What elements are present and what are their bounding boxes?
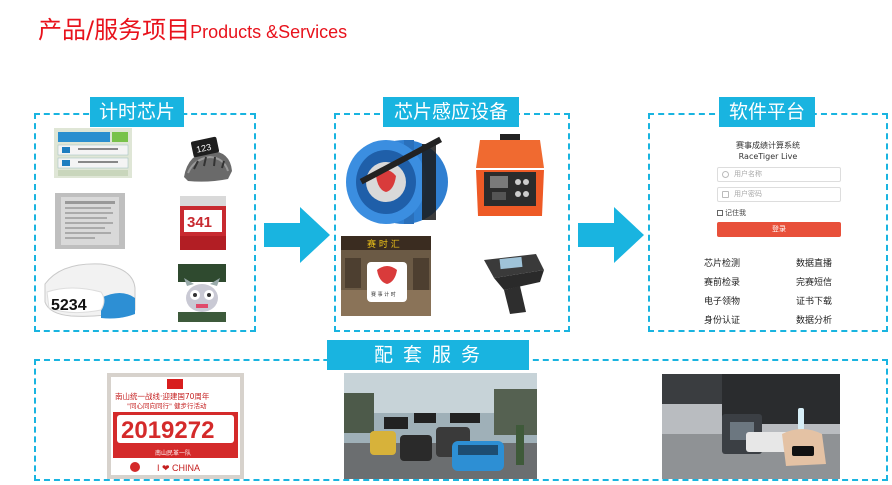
login-button[interactable]: 登录 bbox=[717, 222, 841, 237]
checkbox-icon bbox=[717, 210, 723, 216]
arrow-right-icon bbox=[264, 207, 330, 263]
bib-header-2: "同心同向同行" 健步行活动 bbox=[127, 401, 207, 410]
feature-item: 数据分析 bbox=[796, 316, 833, 326]
bib-number-text: 341 bbox=[187, 214, 212, 231]
feature-item: 证书下载 bbox=[796, 297, 833, 307]
username-input[interactable]: 用户名称 bbox=[717, 167, 841, 182]
software-panel-label: 软件平台 bbox=[719, 97, 815, 127]
reader-drum-image bbox=[342, 128, 452, 228]
event-sign-text: 赛 时 汇 bbox=[367, 238, 400, 250]
bib-number: 2019272 bbox=[121, 417, 214, 444]
feature-item: 赛前检录 bbox=[704, 278, 741, 288]
username-placeholder: 用户名称 bbox=[734, 170, 762, 178]
product-name: RaceTiger Live bbox=[738, 152, 798, 161]
remember-checkbox[interactable]: 记住我 bbox=[717, 208, 746, 218]
user-icon bbox=[722, 171, 729, 178]
reader-event-photo: 赛 时 汇 赛 事 计 时 bbox=[341, 236, 431, 316]
feature-item: 完赛短信 bbox=[796, 278, 833, 288]
chip-helmet-image: 123 bbox=[178, 133, 236, 189]
feature-item: 身份认证 bbox=[704, 316, 741, 326]
service-equipment-photo bbox=[662, 374, 840, 479]
chip-tag-card-image bbox=[54, 128, 132, 178]
chip-wristband-image: 5234 bbox=[41, 258, 137, 322]
page-title-en: Products &Services bbox=[190, 22, 348, 42]
lock-icon bbox=[722, 191, 729, 198]
event-tag-text: 赛 事 计 时 bbox=[371, 291, 396, 298]
chip-bib-image: 341 bbox=[180, 196, 226, 250]
bib-header-1: 南山统一战线·迎建国70周年 bbox=[115, 391, 210, 401]
wristband-number-text: 5234 bbox=[51, 297, 87, 314]
bib-footer: I ❤ CHINA bbox=[157, 463, 200, 473]
arrow-right-icon bbox=[578, 207, 644, 263]
page-title-cn: 产品/服务项目 bbox=[38, 16, 191, 44]
helmet-number-text: 123 bbox=[195, 142, 212, 155]
chip-panel-label: 计时芯片 bbox=[90, 97, 184, 127]
feature-item: 芯片检测 bbox=[704, 259, 741, 269]
password-input[interactable]: 用户密码 bbox=[717, 187, 841, 202]
password-placeholder: 用户密码 bbox=[734, 190, 762, 198]
service-bib-image: 南山统一战线·迎建国70周年 "同心同向同行" 健步行活动 2019272 南山… bbox=[107, 373, 244, 479]
page-title: 产品/服务项目Products &Services bbox=[38, 10, 347, 45]
service-vehicles-photo bbox=[344, 373, 537, 479]
feature-item: 电子领物 bbox=[704, 297, 741, 307]
chip-keychain-image bbox=[178, 264, 226, 322]
system-name: 赛事成绩计算系统 bbox=[736, 141, 800, 150]
reader-panel-label: 芯片感应设备 bbox=[383, 97, 519, 127]
reader-case-image bbox=[470, 132, 550, 220]
chip-document-image bbox=[55, 193, 125, 249]
bib-team: 南山民革一队 bbox=[155, 449, 191, 457]
remember-label: 记住我 bbox=[725, 209, 746, 217]
service-panel-label: 配 套 服 务 bbox=[327, 340, 529, 370]
feature-item: 数据直播 bbox=[796, 259, 833, 269]
reader-handheld-image bbox=[474, 250, 552, 316]
